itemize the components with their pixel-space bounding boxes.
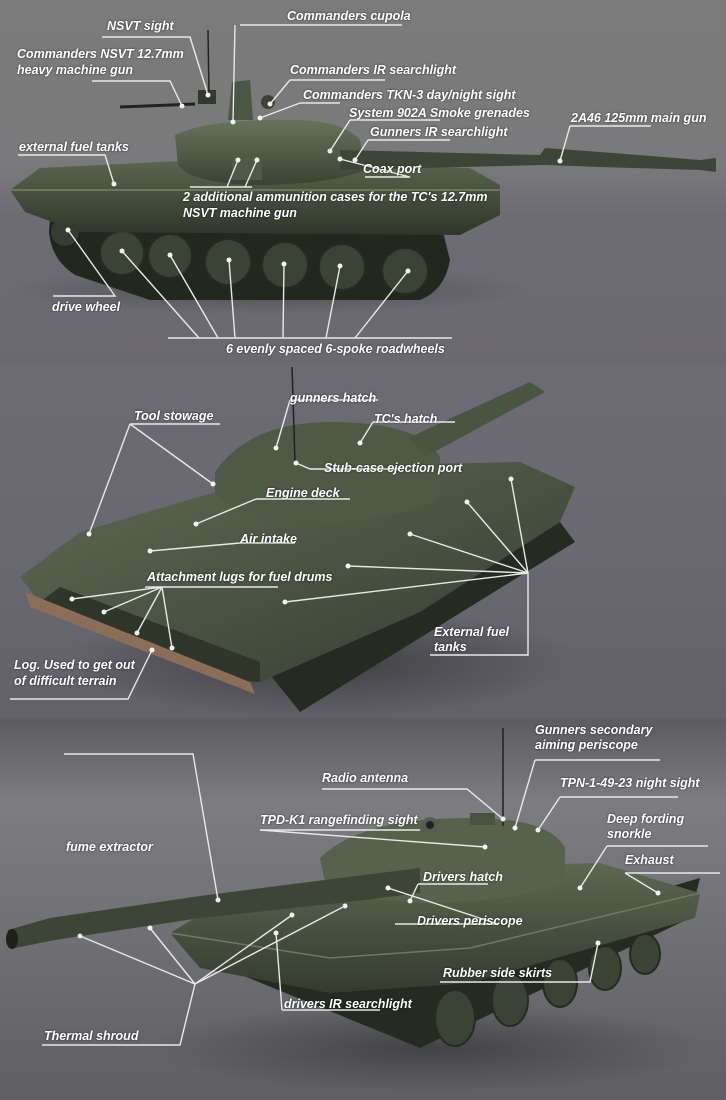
rear-view-leader-lines [10, 399, 529, 700]
label-gunners-ir-searchlight: Gunners IR searchlight [370, 125, 508, 139]
label-commanders-nsvt-line2: heavy machine gun [17, 63, 134, 77]
label-drivers-periscope: Drivers periscope [417, 914, 523, 928]
label-gunners-secondary-line1: Gunners secondary [535, 723, 653, 737]
side-view-leader-lines [18, 24, 651, 339]
rear-view-panel: gunners hatch Tool stowage TC's hatch St… [0, 362, 726, 718]
side-view-callout-dots [65, 92, 563, 274]
label-commanders-nsvt-line1: Commanders NSVT 12.7mm [17, 47, 184, 61]
label-air-intake: Air intake [240, 532, 297, 546]
tank-rear-view-illustration [20, 366, 580, 717]
label-smoke-grenades: System 902A Smoke grenades [349, 106, 530, 120]
front-view-panel: Gunners secondary aiming periscope Radio… [0, 718, 726, 1100]
label-commanders-ir-searchlight: Commanders IR searchlight [290, 63, 457, 77]
label-rubber-side-skirts: Rubber side skirts [443, 966, 553, 980]
label-radio-antenna: Radio antenna [322, 771, 409, 785]
label-external-fuel-line2: tanks [434, 640, 467, 654]
label-main-gun: 2A46 125mm main gun [571, 111, 707, 125]
label-exhaust: Exhaust [625, 853, 674, 867]
tank-front-view-illustration [6, 728, 710, 1093]
label-roadwheels: 6 evenly spaced 6-spoke roadwheels [226, 342, 445, 356]
label-coax-port: Coax port [363, 162, 422, 176]
label-thermal-shroud: Thermal shroud [44, 1029, 139, 1043]
front-view-callout-dots [77, 816, 661, 946]
label-nsvt-sight: NSVT sight [107, 19, 174, 33]
label-deep-fording-line2: snorkle [607, 827, 652, 841]
label-log-line2: of difficult terrain [14, 674, 117, 688]
label-fume-extractor: fume extractor [66, 840, 153, 854]
label-ammo-cases-line2: NSVT machine gun [183, 206, 297, 220]
rear-view-callout-dots [69, 440, 514, 653]
label-drive-wheel: drive wheel [52, 300, 121, 314]
side-view-panel: NSVT sight Commanders cupola Commanders … [0, 0, 726, 362]
label-commanders-tkn3-sight: Commanders TKN-3 day/night sight [303, 88, 516, 102]
label-external-fuel-tanks: external fuel tanks [19, 140, 129, 154]
label-stub-case-ejection-port: Stub-case ejection port [324, 461, 463, 475]
label-tcs-hatch: TC's hatch [374, 412, 438, 426]
label-attachment-lugs: Attachment lugs for fuel drums [147, 570, 333, 584]
label-tpd-rangefinding-sight: TPD-K1 rangefinding sight [260, 813, 418, 827]
label-external-fuel-line1: External fuel [434, 625, 510, 639]
label-drivers-hatch: Drivers hatch [423, 870, 503, 884]
label-engine-deck: Engine deck [266, 486, 340, 500]
label-deep-fording-line1: Deep fording [607, 812, 685, 826]
label-tpn-night-sight: TPN-1-49-23 night sight [560, 776, 700, 790]
label-ammo-cases-line1: 2 additional ammunition cases for the TC… [183, 190, 488, 204]
label-gunners-hatch: gunners hatch [290, 391, 377, 405]
label-log-line1: Log. Used to get out [14, 658, 135, 672]
label-commanders-cupola: Commanders cupola [287, 9, 411, 23]
label-tool-stowage: Tool stowage [134, 409, 214, 423]
front-view-leader-lines [42, 753, 720, 1046]
label-drivers-ir-searchlight: drivers IR searchlight [284, 997, 412, 1011]
label-gunners-secondary-line2: aiming periscope [535, 738, 638, 752]
